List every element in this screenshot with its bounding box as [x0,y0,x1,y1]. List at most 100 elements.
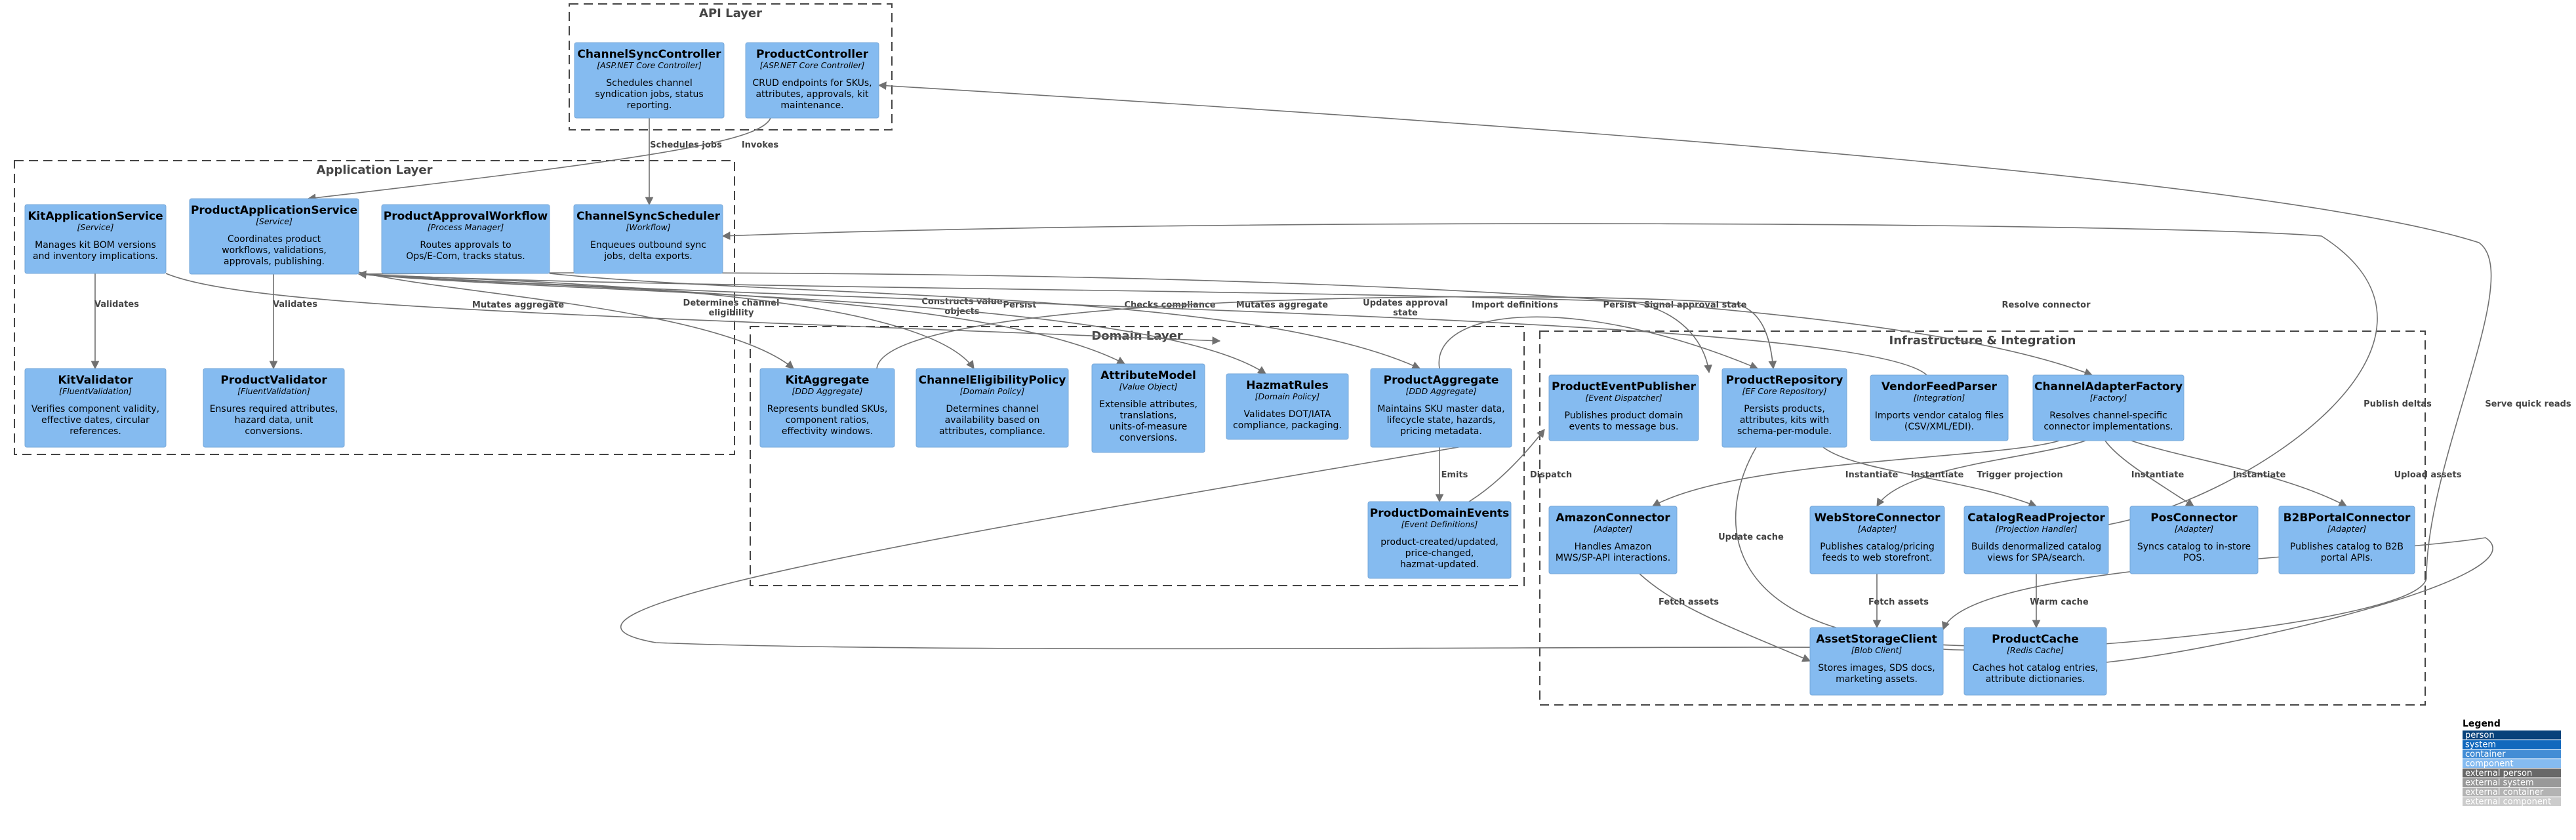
relationship-arrow [1468,428,1545,502]
component-description: Caches hot catalog entries,attribute dic… [1973,663,2099,685]
component-title: ChannelEligibilityPolicy [919,374,1066,387]
legend-swatch [2463,797,2561,806]
component-title: ChannelSyncController [577,48,721,61]
relationship-r12: Import definitions [357,270,1927,376]
component-productdomainevents[interactable]: ProductDomainEvents[Event Definitions]pr… [1367,501,1512,579]
relationship-r14: Signal approval state [1438,300,1759,370]
component-stereotype: [Adapter] [1594,524,1633,534]
component-productcontroller[interactable]: ProductController[ASP.NET Core Controlle… [745,42,879,119]
relationship-arrow [2104,440,2195,507]
component-title: ProductAggregate [1384,374,1499,387]
relationship-label: Emits [1441,470,1468,480]
component-productapplicationservice[interactable]: ProductApplicationService[Service]Coordi… [189,198,359,275]
relationship-arrow [1651,440,2060,507]
legend-item: component [2463,759,2561,769]
component-kitaggregate[interactable]: KitAggregate[DDD Aggregate]Represents bu… [759,368,895,448]
component-channeladapterfactory[interactable]: ChannelAdapterFactory[Factory]Resolves c… [2032,374,2184,441]
component-title: ProductValidator [220,374,327,387]
legend-swatch [2463,740,2561,749]
component-stereotype: [Adapter] [2175,524,2214,534]
relationship-arrow [1942,537,2493,663]
component-title: AttributeModel [1100,369,1196,382]
relationship-label: Validates [94,300,139,310]
component-stereotype: [Domain Policy] [1255,391,1320,401]
boundary-domain: Domain Layer [750,326,1525,586]
component-title: KitApplicationService [28,210,163,223]
relationship-arrow [2131,440,2348,507]
component-stereotype: [FluentValidation] [237,386,310,396]
legend-label: person [2465,730,2495,740]
relationship-label: Fetch assets [1868,597,1929,607]
relationship-arrow [1438,316,1759,370]
component-productvalidator[interactable]: ProductValidator[FluentValidation]Ensure… [203,368,345,448]
relationship-label: Mutates aggregate [1236,300,1328,310]
legend-label: external system [2465,778,2534,788]
component-webstoreconnector[interactable]: WebStoreConnector[Adapter]Publishes cata… [1809,506,1945,574]
component-stereotype: [Workflow] [626,222,670,232]
component-catalogreadprojector[interactable]: CatalogReadProjector[Projection Handler]… [1963,506,2109,574]
legend-item: external container [2463,788,2561,797]
component-vendorfeedparser[interactable]: VendorFeedParser[Integration]Imports ven… [1870,374,2009,441]
component-channelsynccontroller[interactable]: ChannelSyncController[ASP.NET Core Contr… [574,42,725,119]
component-channelsyncscheduler[interactable]: ChannelSyncScheduler[Workflow]Enqueues o… [573,204,723,274]
component-productcache[interactable]: ProductCache[Redis Cache]Caches hot cata… [1963,627,2107,696]
legend-item: external system [2463,778,2561,788]
component-title: ChannelAdapterFactory [2034,380,2183,393]
component-producteventpublisher[interactable]: ProductEventPublisher[Event Dispatcher]P… [1548,374,1699,441]
component-hazmatrules[interactable]: HazmatRules[Domain Policy]Validates DOT/… [1226,373,1349,440]
component-title: ProductRepository [1726,374,1843,387]
component-b2bportalconnector[interactable]: B2BPortalConnector[Adapter]Publishes cat… [2278,506,2415,574]
boundary-infra: Infrastructure & Integration [1539,330,2426,706]
relationship-arrow [1639,573,1811,662]
component-stereotype: [Factory] [2090,393,2127,403]
relationship-label: Validates [273,300,317,310]
legend-swatch [2463,730,2561,740]
boundary-label: Application Layer [317,163,433,177]
component-kitvalidator[interactable]: KitValidator[FluentValidation]Verifies c… [24,368,167,448]
component-title: ProductApprovalWorkflow [384,210,548,223]
relationship-arrow [721,223,2378,525]
component-posconnector[interactable]: PosConnector[Adapter] Syncs catalog to in… [2129,506,2259,574]
component-stereotype: [Adapter] [1858,524,1897,534]
component-productaggregate[interactable]: ProductAggregate[DDD Aggregate]Maintains… [1370,368,1512,448]
relationship-r24: Fetch assets [1639,573,1811,662]
component-stereotype: [DDD Aggregate] [792,386,862,396]
relationship-arrow [1822,447,2038,508]
relationship-r29: Serve quick reads [1942,399,2571,663]
boundary-label: API Layer [699,7,762,20]
component-title: PosConnector [2150,511,2238,525]
component-title: AmazonConnector [1556,511,1670,525]
relationship-label: Signal approval state [1644,300,1747,310]
legend-item: person [2463,730,2561,740]
component-title: KitValidator [58,374,133,387]
relationship-label: Resolve connector [2002,300,2091,310]
component-productapprovalworkflow[interactable]: ProductApprovalWorkflow[Process Manager]… [381,204,550,274]
legend-label: system [2465,740,2496,750]
component-attributemodel[interactable]: AttributeModel[Value Object] Extensible a… [1091,363,1205,453]
component-stereotype: [Process Manager] [428,222,504,232]
boundary-label: Infrastructure & Integration [1889,334,2076,348]
component-description: Maintains SKU master data,lifecycle stat… [1377,404,1504,437]
component-channeleligibilitypolicy[interactable]: ChannelEligibilityPolicy[Domain Policy]D… [916,368,1069,448]
legend-label: external component [2465,797,2551,807]
relationship-r2: Invokes [307,117,778,203]
boundary-api: API Layer [569,3,893,130]
component-productrepository[interactable]: ProductRepository[EF Core Repository]Per… [1721,368,1847,448]
component-stereotype: [ASP.NET Core Controller] [760,60,865,70]
component-title: ChannelSyncScheduler [576,210,721,223]
component-kitapplicationservice[interactable]: KitApplicationService[Service]Manages ki… [24,204,167,274]
component-stereotype: [Value Object] [1119,382,1178,391]
component-title: KitAggregate [786,374,870,387]
component-assetstorageclient[interactable]: AssetStorageClient[Blob Client]Stores im… [1809,627,1944,696]
component-stereotype: [Blob Client] [1851,645,1902,655]
component-description: Extensible attributes,translations,units… [1099,399,1197,443]
